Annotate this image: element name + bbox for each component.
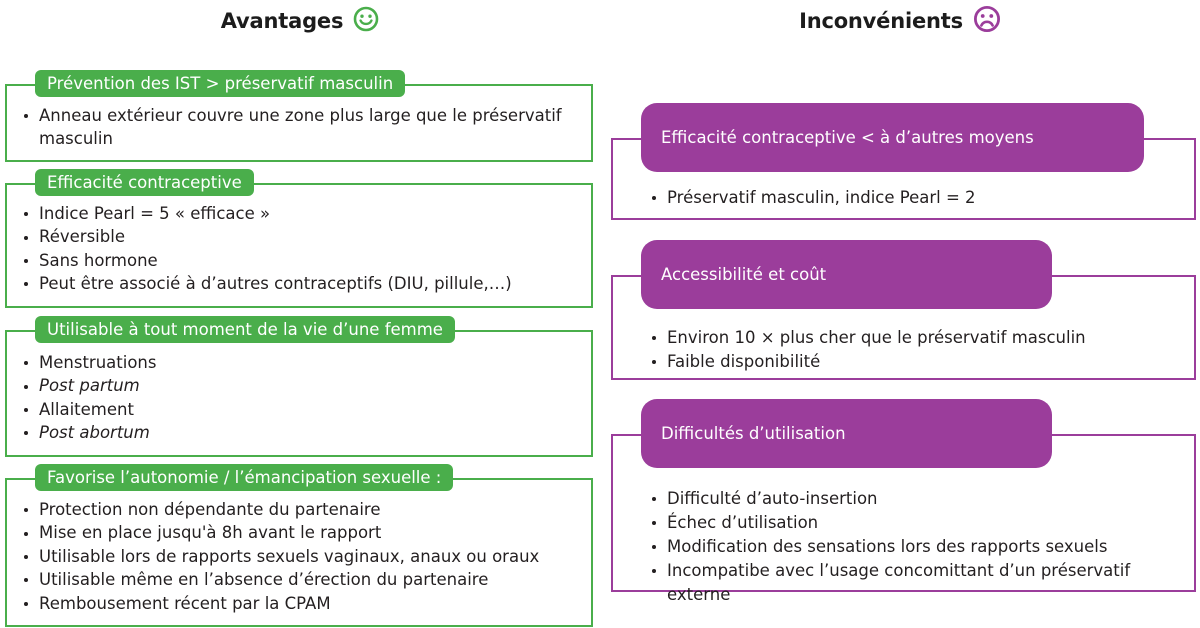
panel-heading-pill: Prévention des IST > préservatif masculi… — [35, 70, 406, 97]
bullet-list: Préservatif masculin, indice Pearl = 2 — [649, 186, 1186, 210]
page-title-avantages: Avantages — [220, 9, 344, 33]
list-item: Environ 10 × plus cher que le préservati… — [649, 326, 1186, 350]
list-item: Peut être associé à d’autres contracepti… — [21, 272, 583, 295]
panel-body: Menstruations Post partum Allaitement Po… — [21, 351, 583, 445]
list-item: Menstruations — [21, 351, 583, 374]
panel-difficultes-utilisation: Difficultés d’utilisation Difficulté d’a… — [611, 399, 1196, 604]
list-item: Utilisable lors de rapports sexuels vagi… — [21, 545, 583, 568]
panel-border — [5, 183, 593, 308]
column-header-avantages: Avantages — [0, 0, 600, 42]
panel-heading-text: Accessibilité et coût — [661, 265, 827, 284]
list-item: Mise en place jusqu'à 8h avant le rappor… — [21, 521, 583, 544]
column-header-inconvenients: Inconvénients — [600, 0, 1200, 42]
panel-heading-pill: Efficacité contraceptive < à d’autres mo… — [641, 103, 1144, 172]
panel-heading-text: Utilisable à tout moment de la vie d’une… — [47, 320, 443, 339]
panel-heading-pill: Efficacité contraceptive — [35, 169, 254, 196]
smiley-happy-icon — [353, 6, 379, 36]
panel-heading-text: Efficacité contraceptive — [47, 173, 242, 192]
list-item: Modification des sensations lors des rap… — [649, 535, 1186, 559]
list-item: Allaitement — [21, 398, 583, 421]
panel-efficacite-contraceptive: Efficacité contraceptive Indice Pearl = … — [5, 169, 593, 308]
list-item: Échec d’utilisation — [649, 511, 1186, 535]
bullet-list: Menstruations Post partum Allaitement Po… — [21, 351, 583, 445]
smiley-sad-icon — [973, 5, 1001, 37]
panel-heading-pill: Favorise l’autonomie / l’émancipation se… — [35, 464, 454, 491]
panel-prevention-ist: Prévention des IST > préservatif masculi… — [5, 70, 593, 162]
list-item: Difficulté d’auto-insertion — [649, 487, 1186, 511]
list-item: Préservatif masculin, indice Pearl = 2 — [649, 186, 1186, 210]
list-item: Post abortum — [21, 421, 583, 444]
bullet-list: Environ 10 × plus cher que le préservati… — [649, 326, 1186, 374]
panel-heading-text: Efficacité contraceptive < à d’autres mo… — [661, 128, 1034, 147]
panel-body: Difficulté d’auto-insertion Échec d’util… — [649, 487, 1186, 607]
list-item: Indice Pearl = 5 « efficace » — [21, 202, 583, 225]
panel-heading-text: Difficultés d’utilisation — [661, 424, 846, 443]
list-item: Utilisable même en l’absence d’érection … — [21, 568, 583, 591]
list-item: Post partum — [21, 374, 583, 397]
list-item: Incompatibe avec l’usage concomittant d’… — [649, 559, 1186, 607]
panel-heading-text: Prévention des IST > préservatif masculi… — [47, 74, 394, 93]
panel-utilisable-tout-moment: Utilisable à tout moment de la vie d’une… — [5, 316, 593, 457]
list-item: Faible disponibilité — [649, 350, 1186, 374]
bullet-list: Difficulté d’auto-insertion Échec d’util… — [649, 487, 1186, 607]
list-item: Protection non dépendante du partenaire — [21, 498, 583, 521]
panel-favorise-autonomie: Favorise l’autonomie / l’émancipation se… — [5, 464, 593, 627]
panel-accessibilite-cout: Accessibilité et coût Environ 10 × plus … — [611, 240, 1196, 380]
panel-efficacite-inferieure: Efficacité contraceptive < à d’autres mo… — [611, 103, 1196, 220]
panel-body: Préservatif masculin, indice Pearl = 2 — [649, 186, 1186, 210]
list-item: Réversible — [21, 225, 583, 248]
list-item: Sans hormone — [21, 249, 583, 272]
panel-heading-pill: Difficultés d’utilisation — [641, 399, 1052, 468]
list-item: Rembousement récent par la CPAM — [21, 592, 583, 615]
panel-body: Indice Pearl = 5 « efficace » Réversible… — [21, 202, 583, 296]
panel-body: Environ 10 × plus cher que le préservati… — [649, 326, 1186, 374]
panel-heading-pill: Utilisable à tout moment de la vie d’une… — [35, 316, 455, 343]
panel-body: Protection non dépendante du partenaire … — [21, 498, 583, 615]
bullet-list: Indice Pearl = 5 « efficace » Réversible… — [21, 202, 583, 296]
panel-body: Anneau extérieur couvre une zone plus la… — [21, 104, 583, 151]
list-item: Anneau extérieur couvre une zone plus la… — [21, 104, 583, 151]
bullet-list: Anneau extérieur couvre une zone plus la… — [21, 104, 583, 151]
panel-heading-pill: Accessibilité et coût — [641, 240, 1052, 309]
bullet-list: Protection non dépendante du partenaire … — [21, 498, 583, 615]
panel-heading-text: Favorise l’autonomie / l’émancipation se… — [47, 468, 442, 487]
page-title-inconvenients: Inconvénients — [799, 9, 963, 33]
